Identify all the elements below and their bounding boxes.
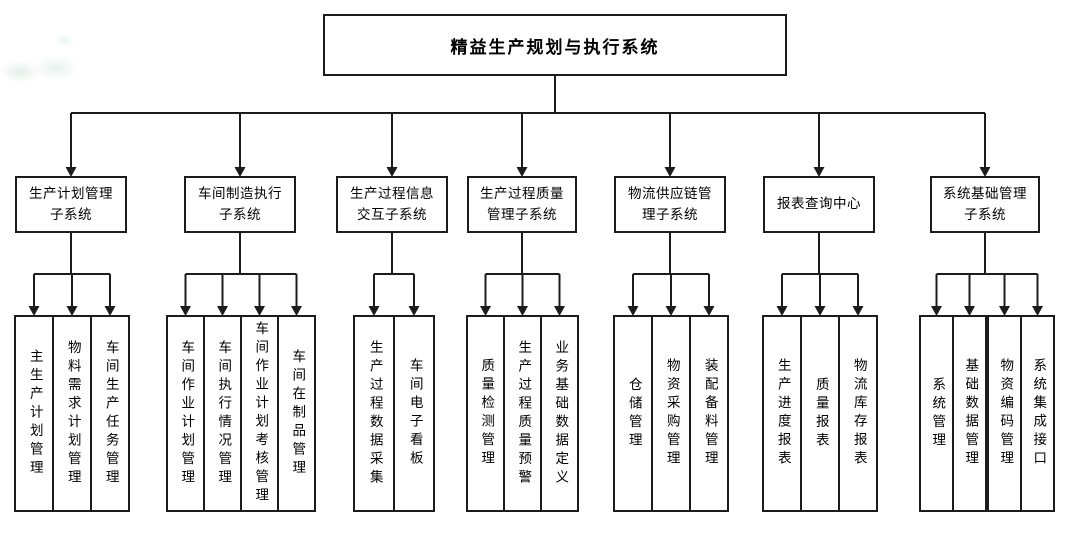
leaf-node: 主生产计划管理 [14,315,54,512]
subsystem-node: 报表查询中心 [763,176,875,233]
leaf-node-label: 物流库存报表 [850,358,867,469]
leaf-node-label: 系统集成接口 [1030,358,1047,469]
leaf-node-label: 生产过程数据采集 [366,339,383,488]
leaf-node-label: 业务基础数据定义 [552,339,569,488]
leaf-node-label: 车间在制品管理 [289,348,306,479]
subsystem-node-label-line: 管理子系统 [487,206,557,223]
subsystem-node-label-line: 生产计划管理 [29,185,113,202]
leaf-node: 车间执行情况管理 [203,315,242,512]
subsystem-node: 系统基础管理子系统 [930,176,1040,233]
leaf-node-label: 质量检测管理 [478,358,495,469]
leaf-node: 物流库存报表 [838,315,878,512]
leaf-node: 车间生产任务管理 [90,315,130,512]
leaf-node: 车间电子看板 [393,315,435,512]
leaf-node-label: 系统管理 [929,376,946,451]
leaf-node: 业务基础数据定义 [540,315,579,512]
leaf-node: 生产进度报表 [762,315,802,512]
subsystem-node-label-line: 子系统 [964,206,1006,223]
subsystem-node: 生产过程信息交互子系统 [336,176,448,233]
leaf-node: 车间作业计划管理 [166,315,205,512]
root-node: 精益生产规划与执行系统 [323,14,787,76]
subsystem-node-label-line: 生产过程信息 [350,185,434,202]
subsystem-node: 生产计划管理子系统 [15,176,127,233]
subsystem-node: 物流供应链管理子系统 [614,176,726,233]
leaf-node-label: 生产进度报表 [774,358,791,469]
subsystem-node-label-line: 子系统 [50,206,92,223]
leaf-node: 基础数据管理 [952,315,987,512]
subsystem-node-label-line: 物流供应链管 [628,185,712,202]
subsystem-node-label-line: 子系统 [219,206,261,223]
leaf-node-label: 物资采购管理 [663,358,680,469]
leaf-node: 物资采购管理 [651,315,691,512]
leaf-node-label: 装配备料管理 [701,358,718,469]
leaf-node-label: 车间生产任务管理 [102,339,119,488]
subsystem-node-label-line: 报表查询中心 [777,196,861,213]
leaf-node-label: 主生产计划管理 [26,348,43,479]
leaf-node: 仓储管理 [613,315,653,512]
leaf-node: 系统集成接口 [1020,315,1055,512]
leaf-node: 系统管理 [919,315,954,512]
leaf-node-label: 物料需求计划管理 [64,339,81,488]
leaf-node-label: 仓储管理 [625,376,642,451]
leaf-node: 装配备料管理 [689,315,729,512]
leaf-node: 车间在制品管理 [277,315,316,512]
leaf-node: 生产过程质量预警 [503,315,542,512]
watermark-smudge [0,28,90,84]
leaf-node-label: 车间作业计划考核管理 [252,321,269,506]
leaf-node: 物资编码管理 [987,315,1022,512]
root-node-label: 精益生产规划与执行系统 [450,37,660,58]
subsystem-node-label-line: 系统基础管理 [943,185,1027,202]
leaf-node-label: 车间作业计划管理 [178,339,195,488]
leaf-node: 质量报表 [800,315,840,512]
subsystem-node-label-line: 生产过程质量 [480,185,564,202]
leaf-node-label: 物资编码管理 [997,358,1014,469]
leaf-node-label: 基础数据管理 [962,358,979,469]
subsystem-node-label-line: 车间制造执行 [198,185,282,202]
leaf-node-label: 车间执行情况管理 [215,339,232,488]
leaf-node-label: 车间电子看板 [406,358,423,469]
leaf-node-label: 质量报表 [812,376,829,451]
subsystem-node-label-line: 理子系统 [642,206,698,223]
subsystem-node: 车间制造执行子系统 [184,176,296,233]
leaf-node: 质量检测管理 [466,315,505,512]
subsystem-node-label-line: 交互子系统 [357,206,427,223]
leaf-node: 生产过程数据采集 [353,315,395,512]
leaf-node: 物料需求计划管理 [52,315,92,512]
leaf-node-label: 生产过程质量预警 [515,339,532,488]
leaf-node: 车间作业计划考核管理 [240,315,279,512]
subsystem-node: 生产过程质量管理子系统 [467,176,577,233]
